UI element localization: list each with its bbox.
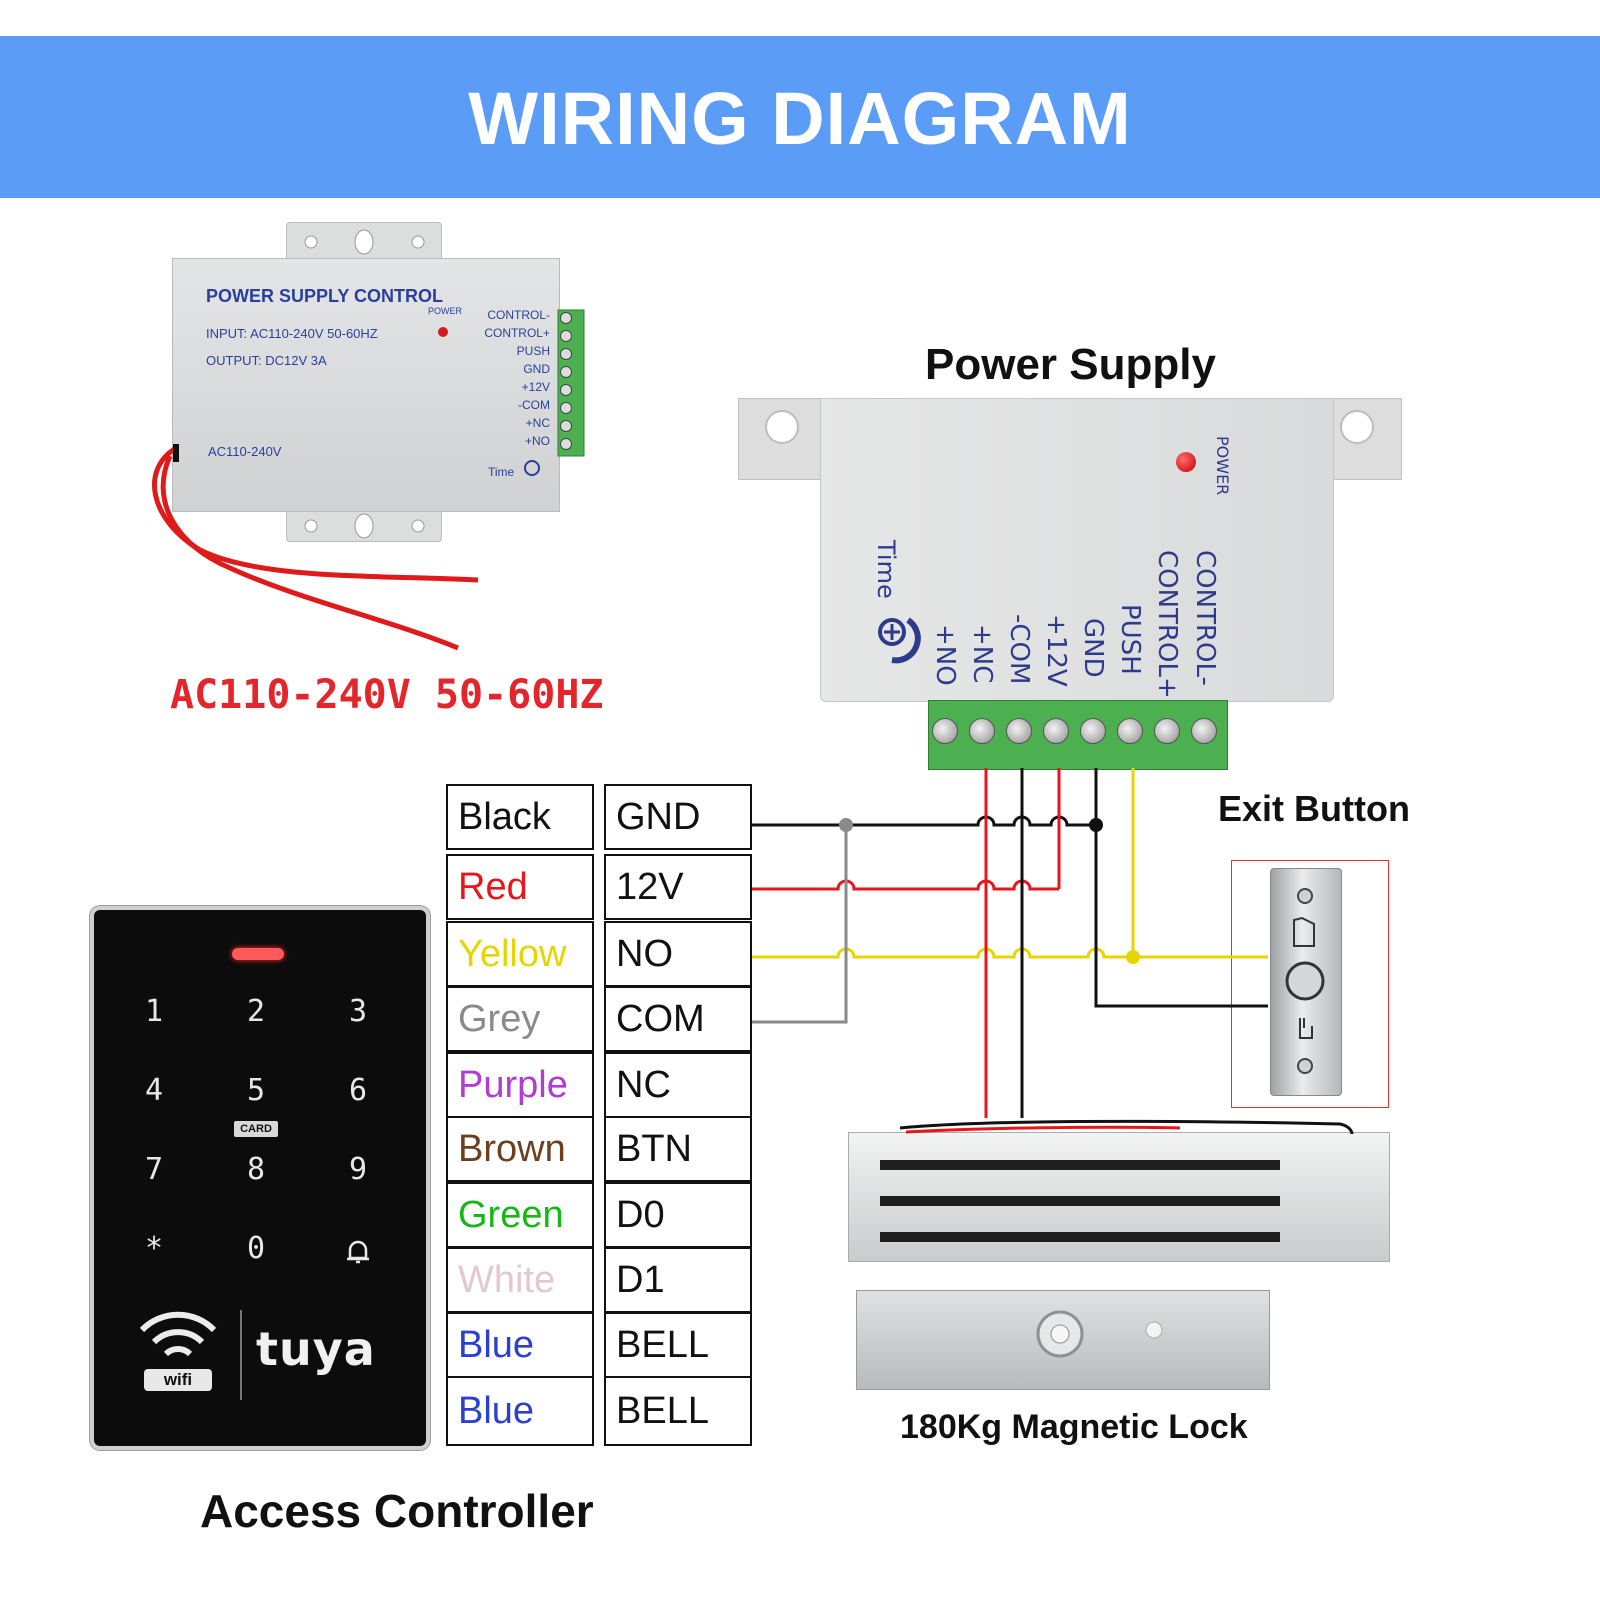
wire-color-cell: Grey <box>446 986 594 1052</box>
exit-button-graphics <box>1285 888 1325 1074</box>
keypad-key[interactable]: 2 <box>246 994 266 1029</box>
power-supply-body <box>820 398 1334 702</box>
keypad-key[interactable]: 6 <box>348 1073 368 1108</box>
mini-terminal-label: CONTROL- <box>487 308 550 322</box>
mini-terminal-label: +NC <box>525 416 550 430</box>
lock-stripe <box>880 1160 1280 1170</box>
exit-button-plate <box>1270 868 1342 1096</box>
keypad-key[interactable]: 3 <box>348 994 368 1029</box>
terminal-screw-icon <box>1191 718 1217 744</box>
wire-color-cell: Blue <box>446 1376 594 1446</box>
keypad-key[interactable]: 0 <box>246 1231 266 1266</box>
wire-color-cell: Purple <box>446 1052 594 1118</box>
wire-color-cell: Blue <box>446 1312 594 1378</box>
mini-psu-brand: POWER SUPPLY CONTROL <box>206 286 444 306</box>
keypad-key[interactable]: 4 <box>144 1073 164 1108</box>
magnetic-lock-title: 180Kg Magnetic Lock <box>900 1408 1248 1446</box>
keypad-key[interactable]: 9 <box>348 1152 368 1187</box>
keypad-divider <box>240 1310 242 1400</box>
mini-psu-input: INPUT: AC110-240V 50-60HZ <box>206 326 378 341</box>
power-led-icon <box>1176 452 1196 472</box>
wire-color-cell: White <box>446 1247 594 1313</box>
terminal-screw-icon <box>969 718 995 744</box>
wifi-icon <box>139 1311 217 1357</box>
wire-signal-cell: D1 <box>604 1247 752 1313</box>
doorbell-icon[interactable] <box>344 1236 372 1266</box>
mini-terminal-label: +NO <box>524 434 550 448</box>
wire-signal-cell: 12V <box>604 854 752 920</box>
wire-signal-cell: BTN <box>604 1116 752 1182</box>
exit-button-frame <box>1231 860 1389 1108</box>
wire-signal-cell: BELL <box>604 1312 752 1378</box>
terminal-screw-icon <box>1006 718 1032 744</box>
exit-button-title: Exit Button <box>1218 788 1410 829</box>
terminal-screw-icon <box>1154 718 1180 744</box>
terminal-screw-icon <box>1080 718 1106 744</box>
mini-terminal-label: CONTROL+ <box>484 326 550 340</box>
mini-psu-time: Time <box>488 465 515 479</box>
keypad-key[interactable]: * <box>144 1231 164 1266</box>
small-power-supply-photo <box>172 258 560 512</box>
mini-psu-output: OUTPUT: DC12V 3A <box>206 353 327 368</box>
tuya-logo: tuya <box>256 1322 376 1376</box>
wire-signal-cell: NO <box>604 921 752 987</box>
mini-terminal-label: -COM <box>518 398 550 412</box>
keypad-key[interactable]: 5 <box>246 1073 266 1108</box>
wire-color-cell: Red <box>446 854 594 920</box>
status-indicator-icon <box>232 948 284 960</box>
lock-stripe <box>880 1196 1280 1206</box>
terminal-screw-icon <box>932 718 958 744</box>
wire-color-cell: Black <box>446 784 594 850</box>
wifi-label: wifi <box>144 1369 212 1391</box>
mount-hole-right <box>1340 410 1374 444</box>
page-title: WIRING DIAGRAM <box>468 77 1132 160</box>
lock-stripe <box>880 1232 1280 1242</box>
mini-terminal-label: PUSH <box>516 344 550 358</box>
armature-graphics <box>1036 1310 1163 1358</box>
wire-color-cell: Green <box>446 1182 594 1248</box>
mini-psu-power: POWER <box>428 306 463 316</box>
keypad-key[interactable]: 1 <box>144 994 164 1029</box>
power-supply-title: Power Supply <box>925 340 1216 389</box>
wire-color-cell: Yellow <box>446 921 594 987</box>
wire-signal-cell: BELL <box>604 1376 752 1446</box>
ac-input-label: AC110-240V 50-60HZ <box>170 672 604 718</box>
wire-signal-cell: NC <box>604 1052 752 1118</box>
terminal-screw-icon <box>1043 718 1069 744</box>
mini-psu-ac: AC110-240V <box>208 444 282 459</box>
access-controller-title: Access Controller <box>200 1485 594 1537</box>
terminal-screw-icon <box>1117 718 1143 744</box>
keypad-key[interactable]: 7 <box>144 1152 164 1187</box>
mini-terminal-label: +12V <box>521 380 550 394</box>
keypad-key[interactable]: 8 <box>246 1152 266 1187</box>
time-adjust-icon <box>878 617 921 664</box>
wire-signal-cell: D0 <box>604 1182 752 1248</box>
card-reader-label: CARD <box>234 1121 278 1137</box>
wire-signal-cell: COM <box>604 986 752 1052</box>
mount-hole-left <box>765 410 799 444</box>
access-controller-keypad <box>90 906 430 1450</box>
header-banner <box>0 36 1600 198</box>
mini-terminal-label: GND <box>523 362 550 376</box>
wire-signal-cell: GND <box>604 784 752 850</box>
wire-color-cell: Brown <box>446 1116 594 1182</box>
